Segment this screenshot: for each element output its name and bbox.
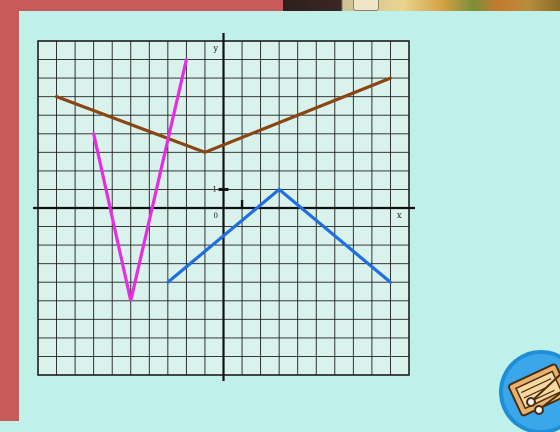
graph-lines [54, 57, 393, 302]
magenta-line [92, 57, 188, 302]
y-axis-label: y [213, 44, 219, 53]
y-unit-tick [218, 187, 229, 191]
top-frame-band [0, 0, 560, 11]
slide-content-panel: y x 0 1 [19, 11, 560, 432]
origin-label: 0 [214, 212, 218, 220]
left-frame-band [0, 0, 19, 421]
brown-line [54, 76, 393, 155]
x-unit-tick [240, 200, 244, 209]
x-axis-label: x [397, 211, 402, 220]
axes [33, 33, 415, 381]
blue-line [166, 187, 393, 284]
cup-image [353, 0, 379, 11]
coordinate-graph: y x 0 1 [33, 33, 415, 381]
unit-label: 1 [213, 185, 217, 193]
decorative-photo-strip [283, 0, 560, 11]
mascot-icon [499, 350, 560, 432]
